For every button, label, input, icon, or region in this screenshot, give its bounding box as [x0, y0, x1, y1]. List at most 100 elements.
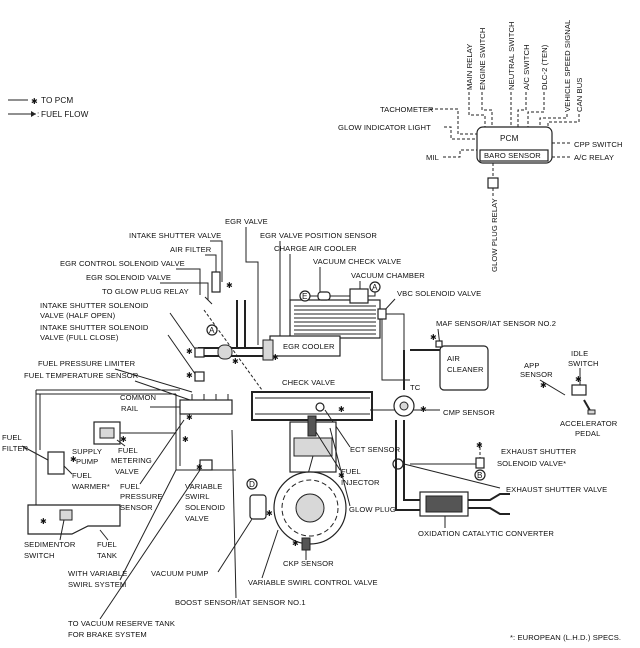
asterisk-icon: ✱: [266, 509, 273, 518]
label-app-sensor-1: APP: [524, 361, 540, 370]
pcm-output-glow-indicator: GLOW INDICATOR LIGHT: [338, 123, 431, 132]
ckp-sensor: [301, 537, 311, 551]
label-app-sensor-2: SENSOR: [520, 370, 553, 379]
asterisk-icon: ✱: [232, 357, 239, 366]
engine: CHECK VALVE ECT SENSOR FUEL INJECTOR CKP…: [251, 378, 401, 568]
legend-fuel-flow: FUEL FLOW: [41, 110, 89, 119]
svg-text:A: A: [372, 283, 378, 292]
label-fuel-pressure-limiter: FUEL PRESSURE LIMITER: [38, 359, 136, 368]
label-fuel-tank-2: TANK: [97, 551, 117, 560]
label-egr-solenoid: EGR SOLENOID VALVE: [86, 273, 171, 282]
marker-b-right: [474, 469, 486, 481]
asterisk-icon: ✱: [292, 539, 299, 548]
label-warmer-1: FUEL: [72, 471, 92, 480]
idle-switch: [571, 384, 587, 396]
footnote: *: EUROPEAN (L.H.D.) SPECS.: [510, 633, 621, 642]
label-common-1: COMMON: [120, 393, 156, 402]
label-egr-control-solenoid: EGR CONTROL SOLENOID VALVE: [60, 259, 185, 268]
label-metering-2: METERING: [111, 456, 152, 465]
asterisk-icon: ✱: [70, 455, 77, 464]
label-accelerator-2: PEDAL: [575, 429, 600, 438]
label-air: AIR: [447, 354, 460, 363]
label-warmer-2: WARMER*: [72, 482, 110, 491]
maf-sensor: [435, 340, 443, 348]
label-vs-3: SOLENOID: [185, 503, 225, 512]
accelerator-pedal: [587, 409, 596, 415]
asterisk-icon: ✱: [182, 435, 189, 444]
egr-valve: [262, 339, 274, 361]
common-rail: [179, 399, 233, 415]
pcm-block: PCM BARO SENSOR MAIN RELAY ENGINE SWITCH…: [338, 20, 622, 272]
pcm-input-engine-switch: ENGINE SWITCH: [478, 28, 487, 90]
pcm-input-main-relay: MAIN RELAY: [465, 44, 474, 90]
pcm-markers: ✱ ✱ ✱ ✱ ✱ ✱ ✱ ✱ ✱ ✱ ✱ ✱ ✱ ✱ ✱ ✱ ✱ ✱ ✱ ✱: [40, 281, 582, 548]
label-with-variable-1: WITH VARIABLE: [68, 569, 127, 578]
asterisk-icon: ✱: [338, 471, 345, 480]
label-idle-switch-1: IDLE: [571, 349, 588, 358]
asterisk-icon: ✱: [40, 517, 47, 526]
label-ect-sensor: ECT SENSOR: [350, 445, 401, 454]
asterisk-icon: ✱: [540, 381, 547, 390]
svg-text:D: D: [249, 480, 255, 489]
vacuum-pump: [249, 494, 267, 520]
asterisk-icon: ✱: [186, 347, 193, 356]
label-is-sol-full-1: INTAKE SHUTTER SOLENOID: [40, 323, 149, 332]
svg-text::: :: [33, 96, 35, 105]
label-fuel-filter-1: FUEL: [2, 433, 22, 442]
label-to-vacuum-1: TO VACUUM RESERVE TANK: [68, 619, 175, 628]
label-is-sol-half-1: INTAKE SHUTTER SOLENOID: [40, 301, 149, 310]
label-ckp-sensor: CKP SENSOR: [283, 559, 334, 568]
label-idle-switch-2: SWITCH: [568, 359, 599, 368]
label-fp-1: FUEL: [120, 482, 140, 491]
label-exhaust-sol-1: EXHAUST SHUTTER: [501, 447, 577, 456]
fuel-filter: [47, 451, 65, 475]
label-exhaust-sol-2: SOLENOID VALVE*: [497, 459, 566, 468]
label-oxidation: OXIDATION CATALYTIC CONVERTER: [418, 529, 554, 538]
svg-text::: :: [37, 110, 39, 119]
label-sedimentor-2: SWITCH: [24, 551, 55, 560]
right-side: APP SENSOR IDLE SWITCH ACCELERATOR PEDAL…: [370, 349, 618, 538]
asterisk-icon: ✱: [575, 375, 582, 384]
fuel-system: COMMON RAIL SUPPLY PUMP FUEL METERING VA…: [2, 389, 267, 560]
label-supply-1: SUPPLY: [72, 447, 102, 456]
label-boost-sensor: BOOST SENSOR/IAT SENSOR NO.1: [175, 598, 306, 607]
asterisk-icon: ✱: [186, 371, 193, 380]
label-maf-sensor: MAF SENSOR/IAT SENSOR NO.2: [436, 319, 556, 328]
asterisk-icon: ✱: [196, 463, 203, 472]
label-fp-3: SENSOR: [120, 503, 153, 512]
glow-plug-relay-box: [487, 177, 499, 189]
label-accelerator-1: ACCELERATOR: [560, 419, 618, 428]
label-to-glow-plug-relay: TO GLOW PLUG RELAY: [102, 287, 189, 296]
pcm-input-neutral-switch: NEUTRAL SWITCH: [507, 21, 516, 90]
label-supply-2: PUMP: [76, 457, 98, 466]
variable-swirl-solenoid: [199, 459, 213, 471]
label-metering-1: FUEL: [118, 446, 138, 455]
label-fuel-injector-1: FUEL: [341, 467, 361, 476]
piston: [293, 437, 333, 457]
label-to-vacuum-2: FOR BRAKE SYSTEM: [68, 630, 147, 639]
legend: ✱ TO PCM : FUEL FLOW :: [8, 96, 89, 119]
intake-shutter-valve: [217, 344, 233, 360]
marker-d: [246, 478, 258, 490]
pcm-input-can-bus: CAN BUS: [575, 78, 584, 112]
label-is-sol-full-2: VALVE (FULL CLOSE): [40, 333, 119, 342]
label-is-sol-half-2: VALVE (HALF OPEN): [40, 311, 116, 320]
label-air-filter: AIR FILTER: [170, 245, 212, 254]
asterisk-icon: ✱: [476, 441, 483, 450]
vbc-solenoid-valve: [377, 308, 387, 320]
ect-sensor: [315, 402, 325, 412]
svg-text:A: A: [209, 326, 215, 335]
label-intake-shutter-valve: INTAKE SHUTTER VALVE: [129, 231, 221, 240]
pcm-title: PCM: [500, 134, 519, 143]
fuel-injector: [307, 415, 317, 437]
pcm-output-ac-relay: A/C RELAY: [574, 153, 614, 162]
label-common-2: RAIL: [121, 404, 138, 413]
label-cleaner: CLEANER: [447, 365, 484, 374]
label-tc: TC: [410, 383, 421, 392]
intake-system: E A EGR COOLER A AIR CLEANER: [194, 271, 489, 391]
arrow-icon: [31, 111, 36, 117]
label-vs-2: SWIRL: [185, 492, 210, 501]
pcm-input-vehicle-speed: VEHICLE SPEED SIGNAL: [563, 20, 572, 112]
